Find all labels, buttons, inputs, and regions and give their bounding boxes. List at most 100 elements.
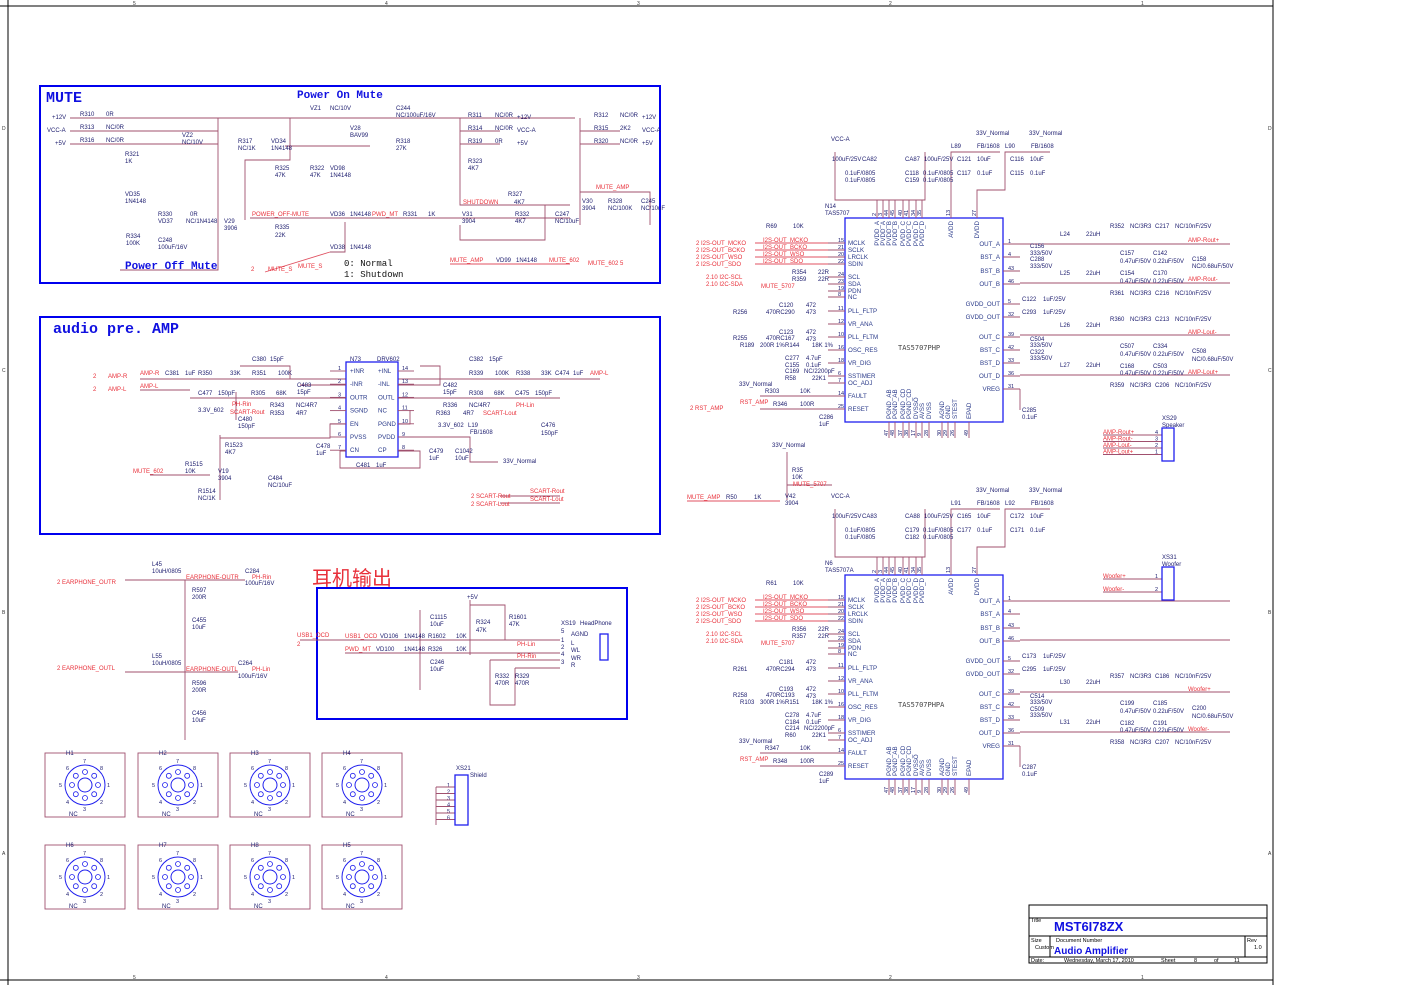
headphone-net-label: 2: [297, 642, 301, 648]
pin-number: 42: [1008, 345, 1014, 351]
amp-part-label: R347: [765, 746, 780, 752]
mute-part-label: R332: [515, 212, 530, 218]
hole-pin-number: 3: [360, 899, 363, 905]
pin-label: PGND_CD: [900, 745, 907, 776]
mute-part-label: 1N4148: [271, 146, 293, 152]
amp-part-label: 0.1uF/0805: [923, 528, 954, 534]
pin-number: 46: [1008, 636, 1014, 642]
pin-label: GVDD_OUT: [966, 671, 1001, 678]
preamp-part-label: R353: [270, 411, 285, 417]
amp-net-label: I2S-OUT_BCKO: [763, 245, 807, 251]
amp-net-label: AMP-Rout+: [1188, 238, 1220, 244]
amp-part-label: L30: [1060, 680, 1071, 686]
amp-part-label: FB/1608: [1031, 501, 1054, 507]
mute-part-label: NC/10V: [330, 106, 351, 112]
pin-number: 9: [402, 432, 405, 438]
headphone-part-label: 47K: [509, 622, 520, 628]
pin-number: 43: [1008, 266, 1014, 272]
preamp-net-label: PH-Lin: [516, 403, 534, 409]
pin-number: 27: [972, 210, 978, 216]
amp-part-label: C199: [1120, 701, 1135, 707]
preamp-part-label: NC/4R7: [296, 403, 318, 409]
amp-part-label: 0.1uF/0805: [845, 535, 876, 541]
pin-label: AGND: [939, 401, 946, 419]
amp-part-label: 470RC167: [766, 336, 795, 342]
pin-number: 12: [402, 392, 408, 398]
hole-pin-number: 8: [377, 766, 380, 772]
preamp-part-label: 1uF: [573, 371, 584, 377]
headphone-part-label: 1N4148: [404, 647, 426, 653]
pin-number: 28: [924, 787, 930, 793]
mute-part-label: C247: [555, 212, 570, 218]
hole-pin-number: 8: [100, 766, 103, 772]
headphone-part-label: WR: [571, 656, 582, 662]
pin-number: 48: [890, 430, 896, 436]
mid-net-label: MUTE_5707: [793, 482, 827, 488]
amp-part-label: FB/1608: [977, 501, 1000, 507]
preamp-part-label: 3.3V_602: [198, 408, 224, 414]
pin-label: BST_A: [980, 254, 1000, 261]
pin-number: 34: [911, 210, 917, 216]
amp-part-label: 333/50V: [1030, 700, 1052, 706]
mute-part-label: VD37: [158, 219, 174, 225]
headphone-part-label: 10uF: [430, 622, 444, 628]
pin-number: 12: [838, 676, 844, 682]
amplifier-1: TAS5707PHPMCLK15SCLK21LRCLK20SDIN22SCL24…: [690, 131, 1233, 438]
pin-number: 26: [950, 430, 956, 436]
amp-part-label: NC/10nF/25V: [1175, 383, 1211, 389]
mute-part-label: R325: [275, 166, 290, 172]
mute-part-label: 0R: [106, 112, 114, 118]
pin-label: LRCLK: [848, 254, 869, 261]
earphone-net-label: 2 EARPHONE_OUTL: [57, 666, 116, 672]
amp-part-label: C322: [1030, 350, 1045, 356]
headphone-part-label: L: [571, 641, 575, 647]
pin-number: 40: [898, 210, 904, 216]
zone-column-marker: 5: [133, 1, 136, 7]
pin-label: OUT_B: [979, 638, 1000, 645]
pin-label: AVSS: [919, 403, 926, 419]
pin-label: BST_D: [980, 360, 1000, 367]
hole-pin-number: 6: [66, 858, 69, 864]
zone-column-marker: 2: [889, 975, 892, 981]
pin-label: VR_DIG: [848, 360, 871, 367]
chip-ref: N73: [350, 357, 362, 363]
preamp-part-label: R363: [436, 411, 451, 417]
amp-part-label: C509: [1030, 707, 1045, 713]
preamp-part-label: C481: [356, 463, 371, 469]
hole-pin-number: 2: [377, 800, 380, 806]
pin-label: BST_C: [980, 347, 1000, 354]
mute-part-label: R310: [80, 112, 95, 118]
hole-pin-number: 4: [159, 892, 162, 898]
pin-number: 7: [838, 378, 841, 384]
headphone-net-label: PH-Rin: [517, 654, 536, 660]
preamp-part-label: 100K: [495, 371, 509, 377]
hole-pin-number: 8: [100, 858, 103, 864]
pin-number: 22: [838, 616, 844, 622]
mute-part-label: 3904: [462, 219, 476, 225]
amp-part-label: 22K1: [812, 376, 827, 382]
speaker-net-label: AMP-Rout-: [1103, 437, 1133, 443]
hole-pin-number: 2: [100, 800, 103, 806]
pin-label: BST_D: [980, 717, 1000, 724]
legend-shutdown: 1: Shutdown: [344, 270, 403, 280]
amp-part-label: R356: [792, 627, 807, 633]
hole-pin-number: 7: [83, 851, 86, 857]
pin-label: +INR: [350, 368, 365, 375]
zone-row-marker: C: [1268, 368, 1272, 374]
mute-part-label: VZ1: [310, 106, 322, 112]
mute-title: MUTE: [46, 90, 82, 107]
of-label: of: [1214, 958, 1219, 964]
pin-number: 5: [1008, 299, 1011, 305]
headphone-wires: [300, 600, 609, 706]
mute-part-label: VD98: [330, 166, 346, 172]
preamp-section-box: [39, 316, 661, 535]
headphone-part-label: 10K: [456, 634, 467, 640]
pin-label: AVSS: [919, 760, 926, 776]
amp-part-label: C504: [1030, 337, 1045, 343]
pin-label: GVDD_OUT: [966, 301, 1001, 308]
hole-nc-label: NC: [254, 904, 263, 910]
amp-part-label: 0.1uF: [806, 363, 822, 369]
earphone-net-label: 2 EARPHONE_OUTR: [57, 580, 117, 586]
pin-number: 8: [838, 649, 841, 655]
amp-part-label: C214: [785, 726, 800, 732]
